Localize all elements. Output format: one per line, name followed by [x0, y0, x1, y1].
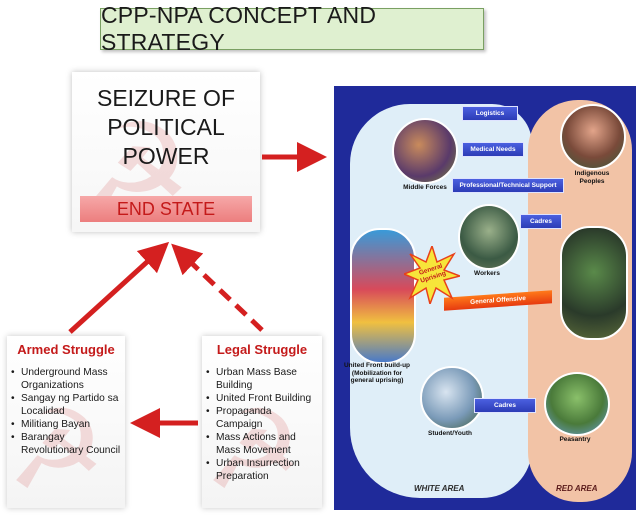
- cadres-top-band: Cadres: [520, 214, 562, 229]
- united-front-photo: [350, 228, 416, 364]
- peasantry-label: Peasantry: [559, 436, 591, 443]
- uprising-burst-icon: [404, 246, 460, 304]
- seizure-text: SEIZURE OF POLITICAL POWER: [96, 85, 235, 169]
- professional-support-band: Professional/Technical Support: [452, 178, 564, 193]
- list-item: United Front Building: [206, 392, 320, 405]
- workers-label: Workers: [474, 270, 500, 277]
- armed-struggle-box: ☭ Armed Struggle Underground Mass Organi…: [7, 336, 125, 508]
- middle-forces-photo: [392, 118, 458, 184]
- indigenous-label: Indigenous Peoples: [574, 170, 610, 185]
- legal-struggle-title: Legal Struggle: [216, 342, 308, 357]
- logistics-band: Logistics: [462, 106, 518, 121]
- npa-group-photo: [560, 226, 628, 340]
- list-item: Mass Actions and Mass Movement: [206, 431, 320, 457]
- student-youth-label: Student/Youth: [428, 430, 472, 437]
- workers-photo: [458, 204, 520, 270]
- list-item: Sangay ng Partido sa Localidad: [11, 392, 123, 418]
- list-item: Barangay Revolutionary Council: [11, 431, 123, 457]
- legal-struggle-box: ☭ Legal Struggle Urban Mass Base Buildin…: [202, 336, 322, 508]
- white-area-label: WHITE AREA: [414, 484, 465, 493]
- armed-struggle-list: Underground Mass Organizations Sangay ng…: [11, 366, 123, 457]
- list-item: Militiang Bayan: [11, 418, 123, 431]
- arrow-legal-to-seizure: [171, 243, 264, 332]
- student-youth-photo: [420, 366, 484, 430]
- end-state-label: END STATE: [80, 196, 252, 222]
- strategy-illustration: Logistics Medical Needs Professional/Tec…: [334, 86, 636, 510]
- indigenous-photo: [560, 104, 626, 170]
- list-item: Underground Mass Organizations: [11, 366, 123, 392]
- middle-forces-label: Middle Forces: [403, 184, 447, 191]
- peasantry-photo: [544, 372, 610, 436]
- united-front-label: United Front build-up (Mobilization for …: [343, 362, 411, 384]
- list-item: Urban Mass Base Building: [206, 366, 320, 392]
- list-item: Urban Insurrection Preparation: [206, 457, 320, 483]
- arrow-armed-to-seizure: [68, 241, 170, 334]
- red-area-label: RED AREA: [556, 484, 598, 493]
- armed-struggle-title: Armed Struggle: [17, 342, 115, 357]
- list-item: Propaganda Campaign: [206, 405, 320, 431]
- seizure-box: ☭ SEIZURE OF POLITICAL POWER END STATE: [72, 72, 260, 232]
- legal-struggle-list: Urban Mass Base Building United Front Bu…: [206, 366, 320, 483]
- medical-needs-band: Medical Needs: [462, 142, 524, 157]
- cadres-bottom-band: Cadres: [474, 398, 536, 413]
